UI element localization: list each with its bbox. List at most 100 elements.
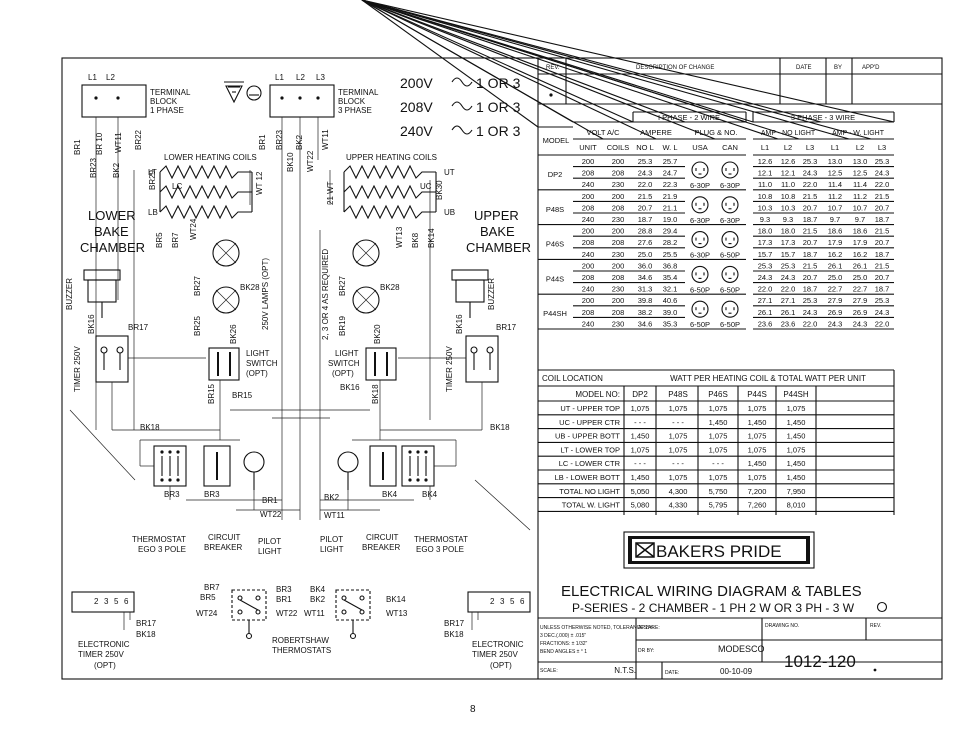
amp3-3-1-0: 24.3 — [758, 273, 773, 282]
amp-wl-4-2: 35.3 — [663, 319, 678, 328]
scale-label: SCALE: — [540, 668, 558, 674]
amp3-1-0-1: 10.8 — [781, 192, 796, 201]
amp3-3-2-1: 22.0 — [781, 285, 796, 294]
plug-usa-3: 6-50P — [690, 285, 710, 294]
wire-br19: BR19 — [338, 315, 347, 336]
amp3-3-0-2: 21.5 — [803, 261, 818, 270]
et-right-1: ELECTRONIC — [472, 640, 524, 649]
amp3-0-2-5: 22.0 — [875, 180, 890, 189]
coil-val-6-3: 7,200 — [748, 487, 767, 496]
sub-11: L3 — [878, 143, 886, 152]
amp3-4-2-3: 24.3 — [828, 319, 843, 328]
coil-row-label-3: LT - LOWER TOP — [561, 445, 620, 454]
plug-usa-4: 6-50P — [690, 320, 710, 329]
light-switch-left-3: (OPT) — [246, 369, 268, 378]
coil-val-4-2: - - - — [712, 459, 724, 468]
drawing-number: 1012-120 — [784, 652, 856, 671]
plug-can-1: 6-30P — [720, 216, 740, 225]
required-label: 2, 3 OR 4 AS REQUIRED — [321, 249, 330, 340]
tb1-term-1: L1 — [88, 73, 97, 82]
amp3-3-2-5: 18.7 — [875, 285, 890, 294]
amp3-3-1-5: 20.7 — [875, 273, 890, 282]
breaker-right — [369, 445, 397, 487]
amp-wl-1-1: 21.1 — [663, 203, 678, 212]
et-right-bk18: BK18 — [444, 630, 464, 639]
amp3-0-1-1: 12.1 — [781, 169, 796, 178]
coil-model-4: P44SH — [783, 390, 809, 399]
lower-chamber-1: LOWER — [88, 208, 136, 223]
amp3-1-0-3: 11.2 — [828, 192, 842, 201]
coil-val-2-4: 1,450 — [787, 432, 806, 441]
amp3-1-1-1: 10.3 — [781, 203, 796, 212]
amp3-3-2-0: 22.0 — [758, 285, 773, 294]
wire-bk26: BK26 — [229, 324, 238, 344]
timer-left-label: TIMER 250V — [73, 346, 82, 392]
tol-1: UNLESS OTHERWISE NOTED, TOLERANCES ARE: — [540, 625, 660, 631]
tb1-label-2: BLOCK — [150, 97, 178, 106]
amp-wl-2-2: 25.5 — [663, 250, 678, 259]
robertshaw-1: ROBERTSHAW — [272, 636, 329, 645]
terminal-block-1-phase: L1 L2 TERMINAL BLOCK 1 PHASE — [81, 73, 191, 118]
amp3-4-0-1: 27.1 — [781, 296, 796, 305]
amp3-1-1-4: 10.7 — [853, 203, 868, 212]
amp3-4-0-4: 27.9 — [853, 296, 868, 305]
breaker-left — [203, 445, 231, 487]
bakers-pride-logo: BAKERS PRIDE — [623, 531, 815, 569]
amp3-3-0-0: 25.3 — [758, 261, 773, 270]
electronic-timer-right: 2 3 5 6 — [467, 591, 531, 630]
amp3-0-0-1: 12.6 — [781, 157, 796, 166]
amp-wl-4-0: 40.6 — [663, 296, 678, 305]
coil-val-0-1: 1,075 — [669, 404, 688, 413]
amp3-1-0-5: 21.5 — [875, 192, 890, 201]
light-switch-left-1: LIGHT — [246, 349, 270, 358]
amp-nol-1-2: 18.7 — [638, 215, 653, 224]
coil-lt: LT — [148, 168, 157, 177]
coil-watt-title: WATT PER HEATING COIL & TOTAL WATT PER U… — [670, 374, 866, 383]
timer-pin-5-right: 5 — [510, 597, 515, 606]
lower-coils-label: LOWER HEATING COILS — [164, 153, 257, 162]
coil-val-5-4: 1,450 — [787, 473, 806, 482]
amp3-2-1-2: 20.7 — [803, 238, 818, 247]
wire-br1-left: BR1 — [73, 139, 82, 155]
lower-chamber-3: CHAMBER — [80, 240, 145, 255]
date-col: DATE — [796, 65, 812, 71]
hdr-plug: PLUG & NO. — [695, 128, 738, 137]
upper-chamber-2: BAKE — [480, 224, 515, 239]
coil-val-3-3: 1,075 — [748, 445, 767, 454]
rs-br5: BR5 — [200, 593, 216, 602]
ground-icon — [224, 81, 262, 104]
amp-nol-3-0: 36.0 — [638, 261, 653, 270]
wire-bk4-a: BK4 — [382, 490, 398, 499]
amp3-2-0-3: 18.6 — [828, 227, 843, 236]
sub-7: L2 — [784, 143, 792, 152]
amp3-0-2-1: 11.0 — [781, 180, 795, 189]
amp-nol-2-2: 25.0 — [638, 250, 653, 259]
wire-bk2-top: BK2 — [295, 134, 304, 150]
wire-wt11-left: WT11 — [114, 132, 123, 153]
coil-val-0-3: 1,075 — [748, 404, 767, 413]
timer-pin-2-left: 2 — [94, 597, 99, 606]
amp-wl-2-0: 29.4 — [663, 227, 678, 236]
drawing-subtitle: P-SERIES - 2 CHAMBER - 1 PH 2 W OR 3 PH … — [572, 601, 855, 615]
amp-wl-1-2: 19.0 — [663, 215, 678, 224]
amp3-2-2-3: 16.2 — [828, 250, 843, 259]
amp3-4-2-4: 24.3 — [853, 319, 868, 328]
group-1-phase: I PHASE - 2 WIRE — [658, 113, 720, 122]
desc-col: DESCRIPTION OF CHANGE — [636, 65, 714, 71]
timer-pin-3-right: 3 — [500, 597, 505, 606]
amp3-0-2-4: 11.4 — [853, 180, 867, 189]
wire-br3-b: BR3 — [204, 490, 220, 499]
tb3-label-2: BLOCK — [338, 97, 366, 106]
brand-name: BAKERS PRIDE — [656, 542, 782, 561]
coil-val-3-4: 1,075 — [787, 445, 806, 454]
tol-4: BEND ANGLES ± ° 1 — [540, 649, 587, 655]
amp-nol-0-0: 25.3 — [638, 157, 653, 166]
amp3-4-2-5: 22.0 — [875, 319, 890, 328]
wire-bk8: BK8 — [411, 232, 420, 248]
coil-val-5-2: 1,075 — [709, 473, 728, 482]
appd-col: APP'D — [862, 65, 880, 71]
rs-bk14: BK14 — [386, 595, 406, 604]
amp3-3-2-3: 22.7 — [828, 285, 843, 294]
model-3: P44S — [546, 274, 564, 283]
